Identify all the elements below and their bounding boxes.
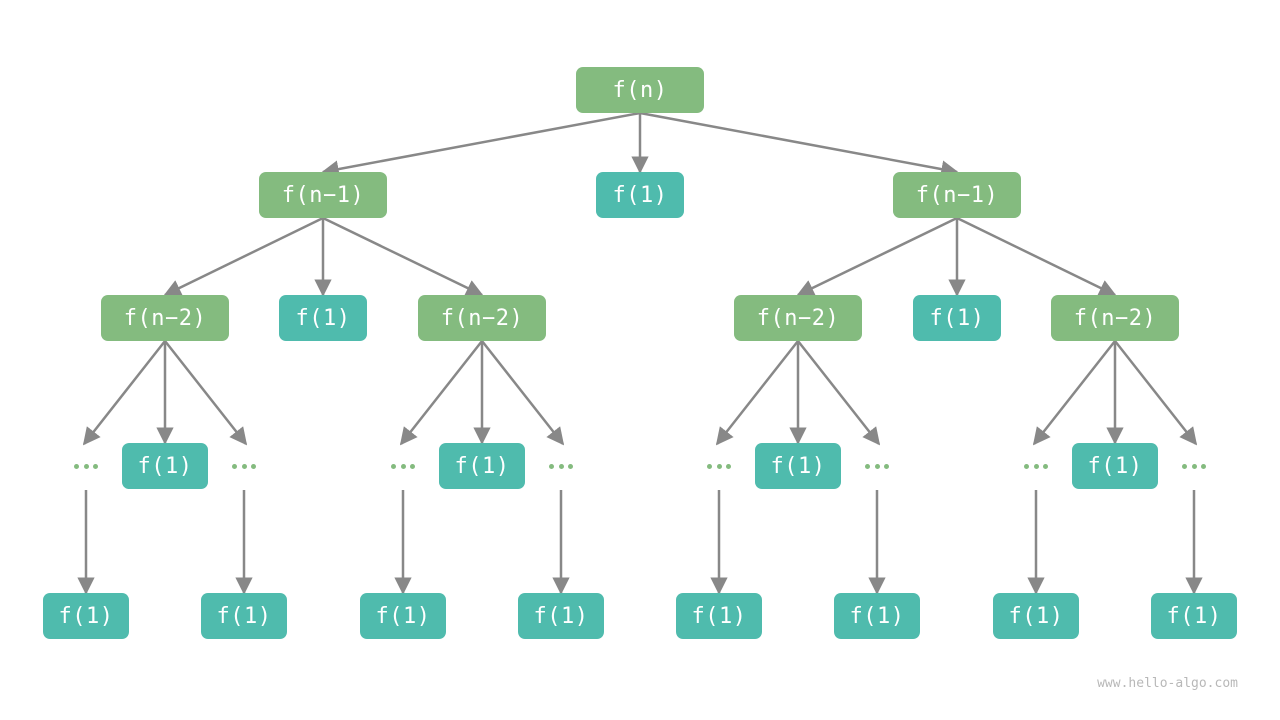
node-l2-f: f(n−2) [1051,295,1179,341]
edge-l2-f-to-l3-12 [1114,340,1198,446]
node-l2-c: f(n−2) [418,295,546,341]
node-l3-5: f(1) [439,443,525,489]
ellipsis-dot [874,463,880,469]
node-l4-6: f(1) [834,593,920,639]
ellipsis-l3-9 [857,456,897,476]
ellipsis-dot [1191,463,1197,469]
watermark: www.hello-algo.com [1097,676,1238,691]
edge-l1-right-to-l2-d [796,216,958,297]
ellipsis-dot [716,463,722,469]
edge-l2-c-to-l3-6 [481,340,565,446]
ellipsis-dot [884,463,889,469]
ellipsis-dot [558,463,564,469]
ellipsis-dot [74,463,79,469]
edge-l2-d-to-l3-9 [797,340,881,446]
ellipsis-l3-3 [224,456,264,476]
ellipsis-l3-4 [383,456,423,476]
ellipsis-dot [241,463,247,469]
node-l4-4: f(1) [518,593,604,639]
ellipsis-dot [568,463,573,469]
ellipsis-dot [400,463,406,469]
ellipsis-dot [1024,463,1029,469]
ellipsis-dot [251,463,256,469]
edge-l2-d-to-l3-7 [715,340,799,446]
ellipsis-l3-12 [1174,456,1214,476]
ellipsis-dot [1043,463,1048,469]
edge-root-to-l1-right [639,111,959,178]
node-root: f(n) [576,67,704,113]
node-l4-7: f(1) [993,593,1079,639]
node-l1-mid: f(1) [596,172,684,218]
ellipsis-l3-7 [699,456,739,476]
node-l4-5: f(1) [676,593,762,639]
ellipsis-dot [865,463,870,469]
node-l2-a: f(n−2) [101,295,229,341]
ellipsis-l3-10 [1016,456,1056,476]
node-l1-left: f(n−1) [259,172,387,218]
ellipsis-dot [549,463,554,469]
edge-l2-a-to-l3-3 [164,340,248,446]
edge-l1-right-to-l2-f [956,216,1117,297]
node-l4-8: f(1) [1151,593,1237,639]
ellipsis-l3-1 [66,456,106,476]
node-l2-d: f(n−2) [734,295,862,341]
edge-root-to-l1-left [321,111,641,178]
node-l4-2: f(1) [201,593,287,639]
ellipsis-l3-6 [541,456,581,476]
ellipsis-dot [83,463,89,469]
ellipsis-dot [232,463,237,469]
node-l3-11: f(1) [1072,443,1158,489]
ellipsis-dot [726,463,731,469]
edge-l1-left-to-l2-c [322,216,484,297]
ellipsis-dot [707,463,712,469]
node-l2-e: f(1) [913,295,1001,341]
ellipsis-dot [391,463,396,469]
node-l4-3: f(1) [360,593,446,639]
node-l3-2: f(1) [122,443,208,489]
node-l4-1: f(1) [43,593,129,639]
edge-l2-c-to-l3-4 [399,340,483,446]
node-l2-b: f(1) [279,295,367,341]
ellipsis-dot [410,463,415,469]
node-l1-right: f(n−1) [893,172,1021,218]
ellipsis-dot [93,463,98,469]
edge-l1-left-to-l2-a [163,216,324,297]
ellipsis-dot [1182,463,1187,469]
edge-l2-f-to-l3-10 [1032,340,1116,446]
edge-l2-a-to-l3-1 [82,340,166,446]
ellipsis-dot [1201,463,1206,469]
ellipsis-dot [1033,463,1039,469]
node-l3-8: f(1) [755,443,841,489]
